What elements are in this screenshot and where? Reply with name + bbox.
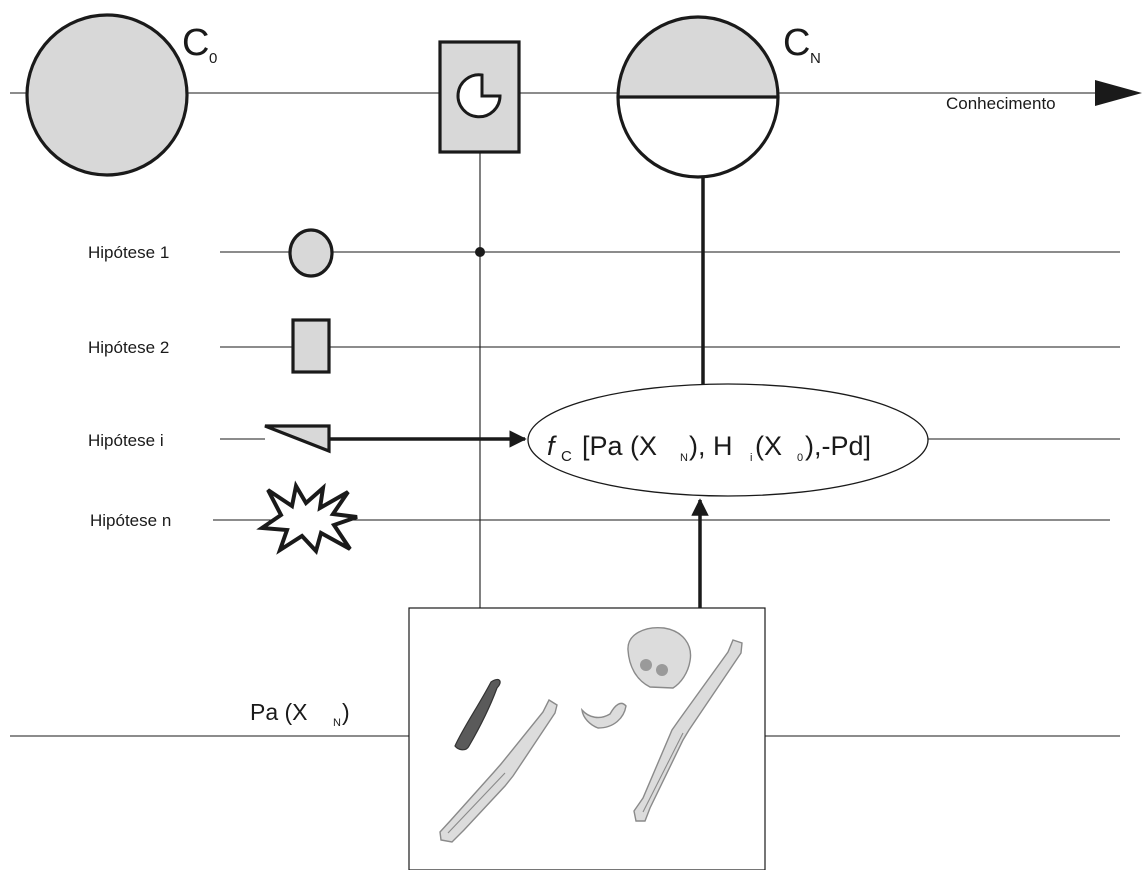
evidence-prefix: Pa (X [250, 699, 308, 725]
c0-label: C 0 [182, 22, 217, 67]
starburst-icon [262, 486, 357, 551]
evidence-suffix: ) [342, 699, 350, 725]
function-xn-subscript: N [680, 452, 688, 464]
rectangle-icon [293, 320, 329, 372]
evidence-label: Pa (X N ) [250, 699, 350, 729]
triangle-icon [265, 426, 329, 451]
hypothesis-1-label: Hipótese 1 [88, 243, 169, 262]
function-h-subscript: i [750, 452, 752, 464]
function-mid: ), H [689, 431, 733, 461]
function-f-subscript: C [561, 448, 572, 465]
function-open: [Pa (X [582, 431, 657, 461]
hypothesis-i-label: Hipótese i [88, 431, 164, 450]
evidence-subscript: N [333, 717, 341, 729]
cn-label: C N [783, 22, 821, 67]
initial-knowledge-circle [27, 15, 187, 175]
hypothesis-n-label: Hipótese n [90, 511, 171, 530]
knowledge-axis-arrowhead [1095, 80, 1142, 106]
c0-subscript: 0 [209, 50, 217, 67]
cn-subscript: N [810, 50, 821, 67]
function-close: ),-Pd] [805, 431, 871, 461]
skull-left-eye [640, 659, 652, 671]
function-formula: f C [Pa (X N ), H i (X 0 ),-Pd] [547, 431, 871, 465]
function-x0-subscript: 0 [797, 452, 803, 464]
cn-filled-half [618, 17, 778, 97]
function-x: (X [755, 431, 782, 461]
hypothesis-2-label: Hipótese 2 [88, 338, 169, 357]
cn-letter: C [783, 22, 810, 64]
c0-letter: C [182, 22, 209, 64]
ellipse-icon [290, 230, 332, 276]
skull-right-eye [656, 664, 668, 676]
knowledge-axis-label: Conhecimento [946, 94, 1056, 113]
